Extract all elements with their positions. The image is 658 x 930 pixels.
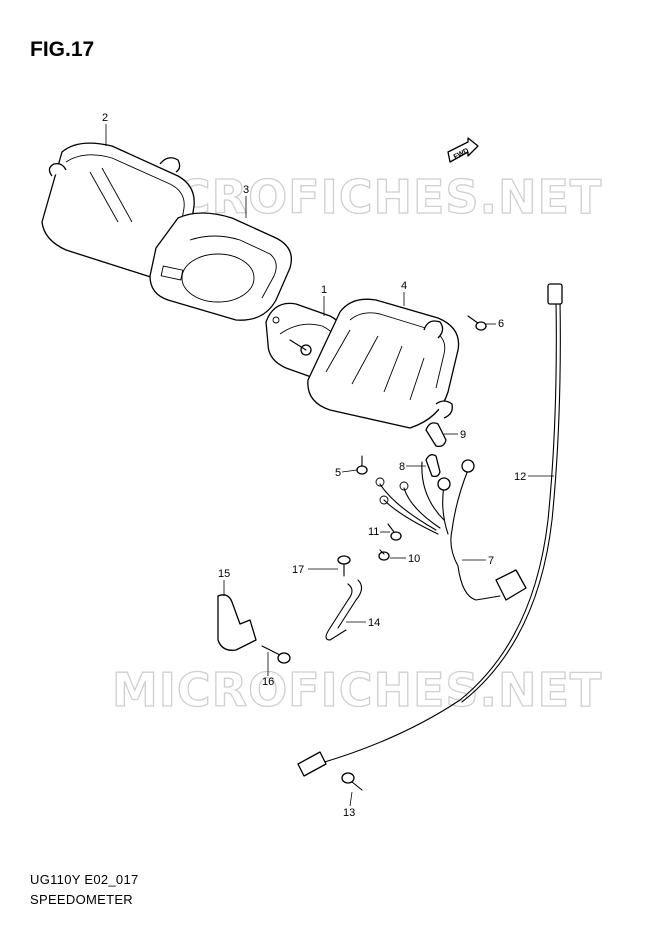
speedometer-cable: [297, 283, 563, 777]
callout-7: 7: [488, 555, 494, 567]
watermark-bottom: MICROFICHES.NET: [112, 663, 602, 717]
callout-labels: 1 2 3 4 5 6 7 8 9 10 11 12 13 14 15 16 1…: [102, 112, 554, 819]
screw-11: [387, 523, 402, 541]
meter-bezel: [149, 212, 293, 321]
wiring-harness: [375, 459, 527, 601]
meter-lens-cover: [41, 142, 195, 281]
callout-17: 17: [292, 564, 304, 576]
callout-1: 1: [321, 284, 327, 296]
forward-direction-arrow: FWD: [447, 137, 479, 163]
callout-16: 16: [262, 676, 274, 688]
bolt-16: [261, 645, 291, 664]
callout-8: 8: [399, 461, 405, 473]
callout-12: 12: [514, 471, 526, 483]
bulb-socket-8: [425, 454, 441, 478]
screw-10: [378, 549, 390, 561]
figure-title: FIG.17: [30, 38, 95, 61]
callout-2: 2: [102, 112, 108, 124]
cable-guide-bracket: [325, 579, 363, 641]
mounting-bracket: [217, 594, 257, 651]
callout-14: 14: [368, 617, 380, 629]
callout-6: 6: [498, 318, 504, 330]
callout-15: 15: [218, 568, 230, 580]
screw-5: [356, 455, 368, 475]
meter-case: [307, 298, 460, 429]
callout-10: 10: [408, 553, 420, 565]
figure-name: SPEEDOMETER: [30, 892, 133, 907]
screw-13: [341, 772, 363, 791]
figure-code: UG110Y E02_017: [30, 872, 139, 887]
callout-5: 5: [335, 467, 341, 479]
callout-4: 4: [401, 280, 407, 292]
callout-11: 11: [368, 526, 379, 538]
bulb-socket-9: [425, 422, 447, 448]
screw-6: [467, 315, 487, 331]
screw-17: [337, 555, 351, 577]
callout-3: 3: [243, 184, 249, 196]
callout-13: 13: [343, 807, 355, 819]
callout-9: 9: [460, 429, 466, 441]
